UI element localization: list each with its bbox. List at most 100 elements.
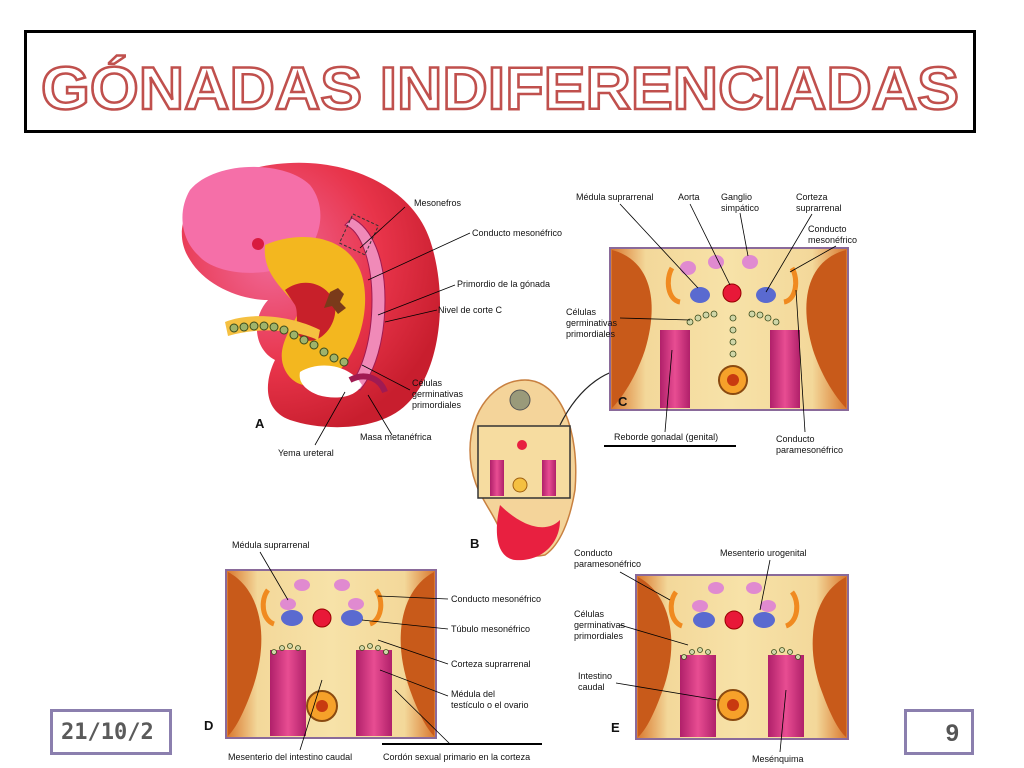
gonad-e-left: [680, 655, 716, 737]
germ-cells-d: [271, 643, 389, 655]
aorta-c: [722, 283, 742, 303]
label-paramesonefrico-c-2: paramesonéfrico: [776, 445, 843, 455]
label-paramesonefrico-e-1: Conducto: [574, 548, 613, 558]
gonad-ridge-b-left: [490, 460, 504, 496]
germ-cell-chain-a: [229, 321, 349, 367]
mesonephric-duct-d-right: [368, 588, 384, 627]
eye-spot: [252, 238, 264, 250]
label-cordon-sexual: Cordón sexual primario en la corteza: [383, 752, 530, 762]
gonad-d-left: [270, 650, 306, 736]
body-wall-d-right: [400, 572, 434, 736]
medulla-d-right: [348, 598, 364, 610]
medulla-d-left: [280, 598, 296, 610]
slide-title: GÓNADAS INDIFERENCIADAS: [41, 55, 959, 122]
mesonephric-duct-d-left: [260, 588, 276, 627]
panel-b: [469, 362, 641, 561]
label-celulas-c-1: Células: [566, 307, 597, 317]
label-celulas-e-2: germinativas: [574, 620, 626, 630]
liver-bud: [324, 288, 346, 314]
panel-letter-c: C: [618, 394, 628, 409]
label-celulas-a-3: primordiales: [412, 400, 462, 410]
aorta-b: [517, 440, 527, 450]
panel-letter-a: A: [255, 416, 265, 431]
label-medula-testiculo-2: testículo o el ovario: [451, 700, 529, 710]
neural-tube-b: [509, 389, 531, 411]
gut-lumen-d: [316, 700, 328, 712]
body-wall-c-left: [612, 250, 652, 408]
tubule-d-right: [341, 610, 363, 626]
suprarenal-medulla-c-left: [690, 287, 710, 303]
panel-c: [609, 247, 849, 411]
title-box: GÓNADAS INDIFERENCIADAS: [24, 30, 976, 133]
label-ganglio-c-1: Ganglio: [721, 192, 752, 202]
label-paramesonefrico-e-2: paramesonéfrico: [574, 559, 641, 569]
label-nivel-corte: Nivel de corte C: [438, 305, 503, 315]
label-conducto-mesonefrico-a: Conducto mesonéfrico: [472, 228, 562, 238]
label-celulas-e-3: primordiales: [574, 631, 624, 641]
gut-b: [512, 477, 528, 493]
panel-letter-e: E: [611, 720, 620, 735]
label-mesonefros: Mesonefros: [414, 198, 462, 208]
gut-lumen-c: [727, 374, 739, 386]
label-mesenquima: Mesénquima: [752, 754, 804, 764]
body-wall-c-right: [806, 250, 846, 408]
label-corteza-c-2: suprarrenal: [796, 203, 842, 213]
label-conducto-mesonefrico-d: Conducto mesonéfrico: [451, 594, 541, 604]
tubule-e-right: [753, 612, 775, 628]
label-celulas-c-3: primordiales: [566, 329, 616, 339]
label-mesenterio-urogenital: Mesenterio urogenital: [720, 548, 807, 558]
label-primordio-gonada: Primordio de la gónada: [457, 279, 550, 289]
cloaca-region: [299, 365, 362, 398]
label-intestino-1: Intestino: [578, 671, 612, 681]
mesonephric-ridge: [344, 217, 386, 391]
aorta-e: [724, 610, 744, 630]
body-wall-e-right: [812, 577, 846, 737]
label-mesenterio-intestino: Mesenterio del intestino caudal: [228, 752, 352, 762]
panel-a-labels: [314, 206, 471, 446]
panel-letter-d: D: [204, 718, 213, 733]
yolk-sac-b: [496, 505, 560, 561]
medulla-e-right: [760, 600, 776, 612]
aorta-d: [312, 608, 332, 628]
panel-e: [635, 574, 849, 740]
label-tubulo-mesonefrico: Túbulo mesonéfrico: [451, 624, 530, 634]
slide-date: 21/10/2: [61, 720, 154, 745]
germ-cells-c: [686, 310, 780, 358]
panel-c-leaders: [619, 203, 837, 433]
label-medula-suprarrenal-d: Médula suprarrenal: [232, 540, 310, 550]
label-reborde-gonadal: Reborde gonadal (genital): [614, 432, 718, 442]
body-wall-d-left: [228, 572, 262, 736]
date-box: 21/10/2: [50, 709, 172, 755]
suprarenal-cortex-c-left: [680, 261, 696, 275]
metanephric-mass: [348, 373, 388, 394]
medulla-e-left: [692, 600, 708, 612]
panel-a: [181, 162, 441, 428]
gonadal-ridge-c-left: [660, 330, 690, 408]
mesonephric-duct-c-right: [783, 266, 799, 305]
tubule-d-left: [281, 610, 303, 626]
gut-lumen-e: [727, 699, 739, 711]
label-corteza-suprarrenal-d: Corteza suprarrenal: [451, 659, 531, 669]
panel-d: [225, 569, 437, 739]
body-wall-e-left: [638, 577, 672, 737]
label-celulas-a-2: germinativas: [412, 389, 464, 399]
germ-cells-e: [681, 647, 801, 660]
tubule-e-left: [693, 612, 715, 628]
slide-page-number: 9: [945, 720, 959, 747]
panel-letter-b: B: [470, 536, 479, 551]
ganglion-d-left: [294, 579, 310, 591]
gonad-e-right: [768, 655, 804, 737]
suprarenal-medulla-c-right: [756, 287, 776, 303]
page-number-box: 9: [904, 709, 974, 755]
title-svg: GÓNADAS INDIFERENCIADAS: [40, 54, 961, 124]
ganglion-e-left: [708, 582, 724, 594]
ganglion-d-right: [334, 579, 350, 591]
paramesonephric-duct-e-left: [668, 590, 684, 629]
label-aorta-c: Aorta: [678, 192, 700, 202]
gonad-ridge-b-right: [542, 460, 556, 496]
gonadal-ridge-c-right: [770, 330, 800, 408]
label-celulas-e-1: Células: [574, 609, 605, 619]
label-corteza-c-1: Corteza: [796, 192, 828, 202]
label-paramesonefrico-c-1: Conducto: [776, 434, 815, 444]
